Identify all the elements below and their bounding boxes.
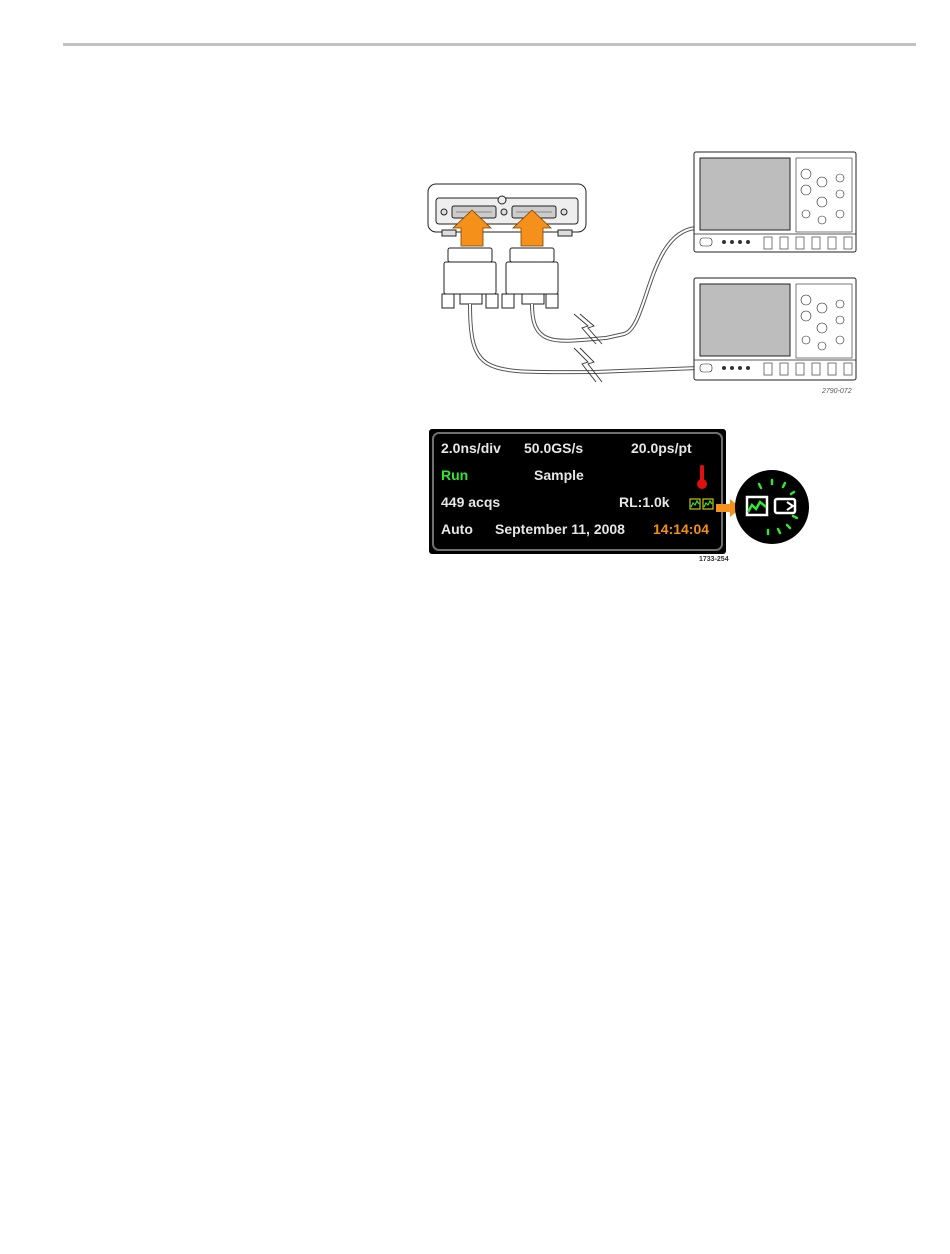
trigger-mode: Auto [441, 521, 473, 537]
record-length: RL:1.0k [619, 494, 670, 510]
acquisition-count: 449 acqs [441, 494, 500, 510]
oscilloscope-top [694, 152, 856, 252]
date: September 11, 2008 [495, 521, 625, 537]
time-resolution: 20.0ps/pt [631, 440, 692, 456]
acquisition-mode: Sample [534, 467, 584, 483]
sync-status-magnified-icon [735, 470, 809, 544]
cable-connectors [442, 248, 558, 308]
horizontal-scale: 2.0ns/div [441, 440, 501, 456]
oscilloscope-bottom [694, 278, 856, 380]
sample-rate: 50.0GS/s [524, 440, 583, 456]
run-state: Run [441, 467, 468, 483]
sync-status-icon [689, 497, 715, 511]
sync-box [428, 184, 586, 236]
header-rule [63, 43, 916, 46]
thermometer-icon [696, 464, 708, 490]
figure-id: 2790-072 [822, 388, 852, 395]
connection-diagram [426, 148, 860, 400]
figure-id: 1733-254 [699, 556, 729, 563]
time: 14:14:04 [653, 521, 709, 537]
